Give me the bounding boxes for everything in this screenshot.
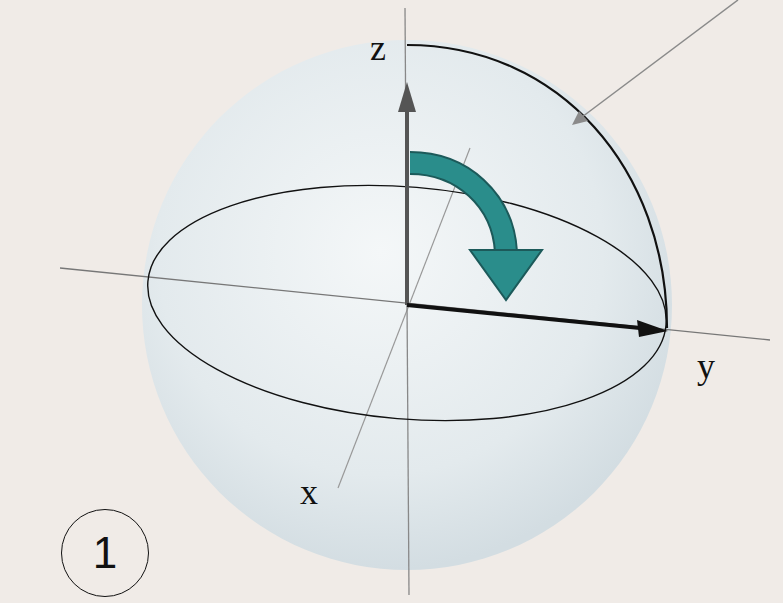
pointer-line xyxy=(582,0,738,117)
pointer-arrowhead xyxy=(572,111,588,125)
x-axis-line xyxy=(338,148,470,488)
z-vector xyxy=(405,108,409,305)
y-vector xyxy=(407,305,640,328)
axis-label: y xyxy=(697,348,715,384)
rotation-arrowhead xyxy=(470,250,542,300)
axis-label: x xyxy=(300,474,318,510)
z-arrowhead xyxy=(398,82,416,112)
meridian-arc xyxy=(407,45,667,328)
y-arrowhead xyxy=(637,320,668,337)
callout-circle: 1 xyxy=(61,509,149,597)
rotation-arrow-outline xyxy=(410,163,506,252)
axis-label: z xyxy=(370,30,386,66)
rotation-arrow xyxy=(410,163,506,252)
sphere xyxy=(142,40,672,570)
callout-number: 1 xyxy=(93,531,117,575)
